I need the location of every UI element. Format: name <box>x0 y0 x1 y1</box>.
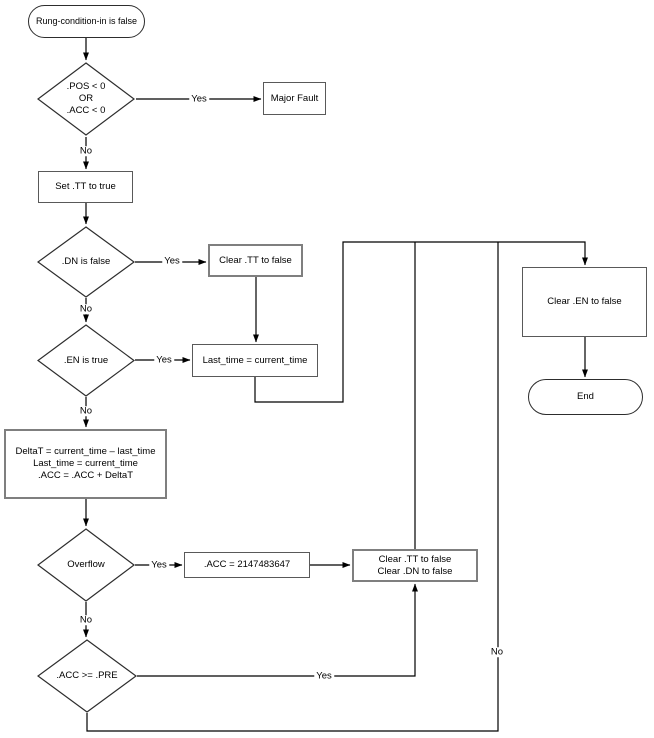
diamond-shape <box>37 226 135 298</box>
edge-label-no: No <box>77 145 95 157</box>
major-fault-step: Major Fault <box>263 82 326 115</box>
decision-overflow: Overflow <box>37 528 135 602</box>
end-label: End <box>577 391 594 403</box>
edge-label-no: No <box>488 646 506 658</box>
acc-max-step: .ACC = 2147483647 <box>184 552 310 578</box>
edge-check-pre-yes-clear-tt-dn <box>137 583 418 677</box>
edge-label-no: No <box>77 405 95 417</box>
set-tt-step: Set .TT to true <box>38 171 133 203</box>
edge-label-no: No <box>77 303 95 315</box>
decision-overflow-label: Overflow <box>67 559 105 571</box>
decision-dn-false: .DN is false <box>37 226 135 298</box>
compute-line: Last_time = current_time <box>33 458 138 470</box>
diamond-shape <box>37 639 137 713</box>
edge-check-pre-no-clear-en <box>86 242 499 732</box>
edge-label-yes: Yes <box>149 559 169 571</box>
decision-line: .ACC < 0 <box>66 104 106 116</box>
edge-label-yes: Yes <box>314 670 334 682</box>
edge-last-time-to-clear-en <box>254 241 588 403</box>
decision-en-label: .EN is true <box>63 354 109 366</box>
decision-negative-values: .POS < 0 OR .ACC < 0 <box>37 62 135 136</box>
diamond-shape <box>37 528 135 602</box>
clear-tt-step: Clear .TT to false <box>208 244 303 277</box>
clear-tt-dn-step: Clear .TT to false Clear .DN to false <box>352 549 478 582</box>
clear-tt-dn-line: Clear .DN to false <box>377 565 453 577</box>
clear-en-step: Clear .EN to false <box>522 267 647 337</box>
edge-label-yes: Yes <box>154 354 174 366</box>
last-time-label: Last_time = current_time <box>202 354 308 366</box>
set-tt-label: Set .TT to true <box>55 181 116 193</box>
edge-label-yes: Yes <box>162 255 182 267</box>
start-terminator: Rung-condition-in is false <box>28 5 145 38</box>
compute-line: .ACC = .ACC + DeltaT <box>37 469 134 481</box>
compute-acc-step: DeltaT = current_time – last_time Last_t… <box>4 429 167 499</box>
decision-acc-ge-pre: .ACC >= .PRE <box>37 639 137 713</box>
clear-tt-dn-line: Clear .TT to false <box>378 553 452 565</box>
decision-acc-ge-pre-label: .ACC >= .PRE <box>56 670 118 682</box>
edge-label-yes: Yes <box>189 93 209 105</box>
last-time-step: Last_time = current_time <box>192 344 318 377</box>
clear-en-label: Clear .EN to false <box>547 296 622 308</box>
edge-label-no: No <box>77 614 95 626</box>
diamond-shape <box>37 324 135 397</box>
acc-max-label: .ACC = 2147483647 <box>203 559 291 571</box>
decision-dn-label: .DN is false <box>61 256 111 268</box>
start-label: Rung-condition-in is false <box>35 15 138 26</box>
decision-en-true: .EN is true <box>37 324 135 397</box>
end-terminator: End <box>528 379 643 415</box>
diamond-shape <box>37 62 135 136</box>
decision-line: .POS < 0 <box>66 81 106 93</box>
compute-line: DeltaT = current_time – last_time <box>15 446 156 458</box>
major-fault-label: Major Fault <box>270 92 319 104</box>
decision-line: OR <box>78 93 94 105</box>
clear-tt-label: Clear .TT to false <box>219 254 292 266</box>
